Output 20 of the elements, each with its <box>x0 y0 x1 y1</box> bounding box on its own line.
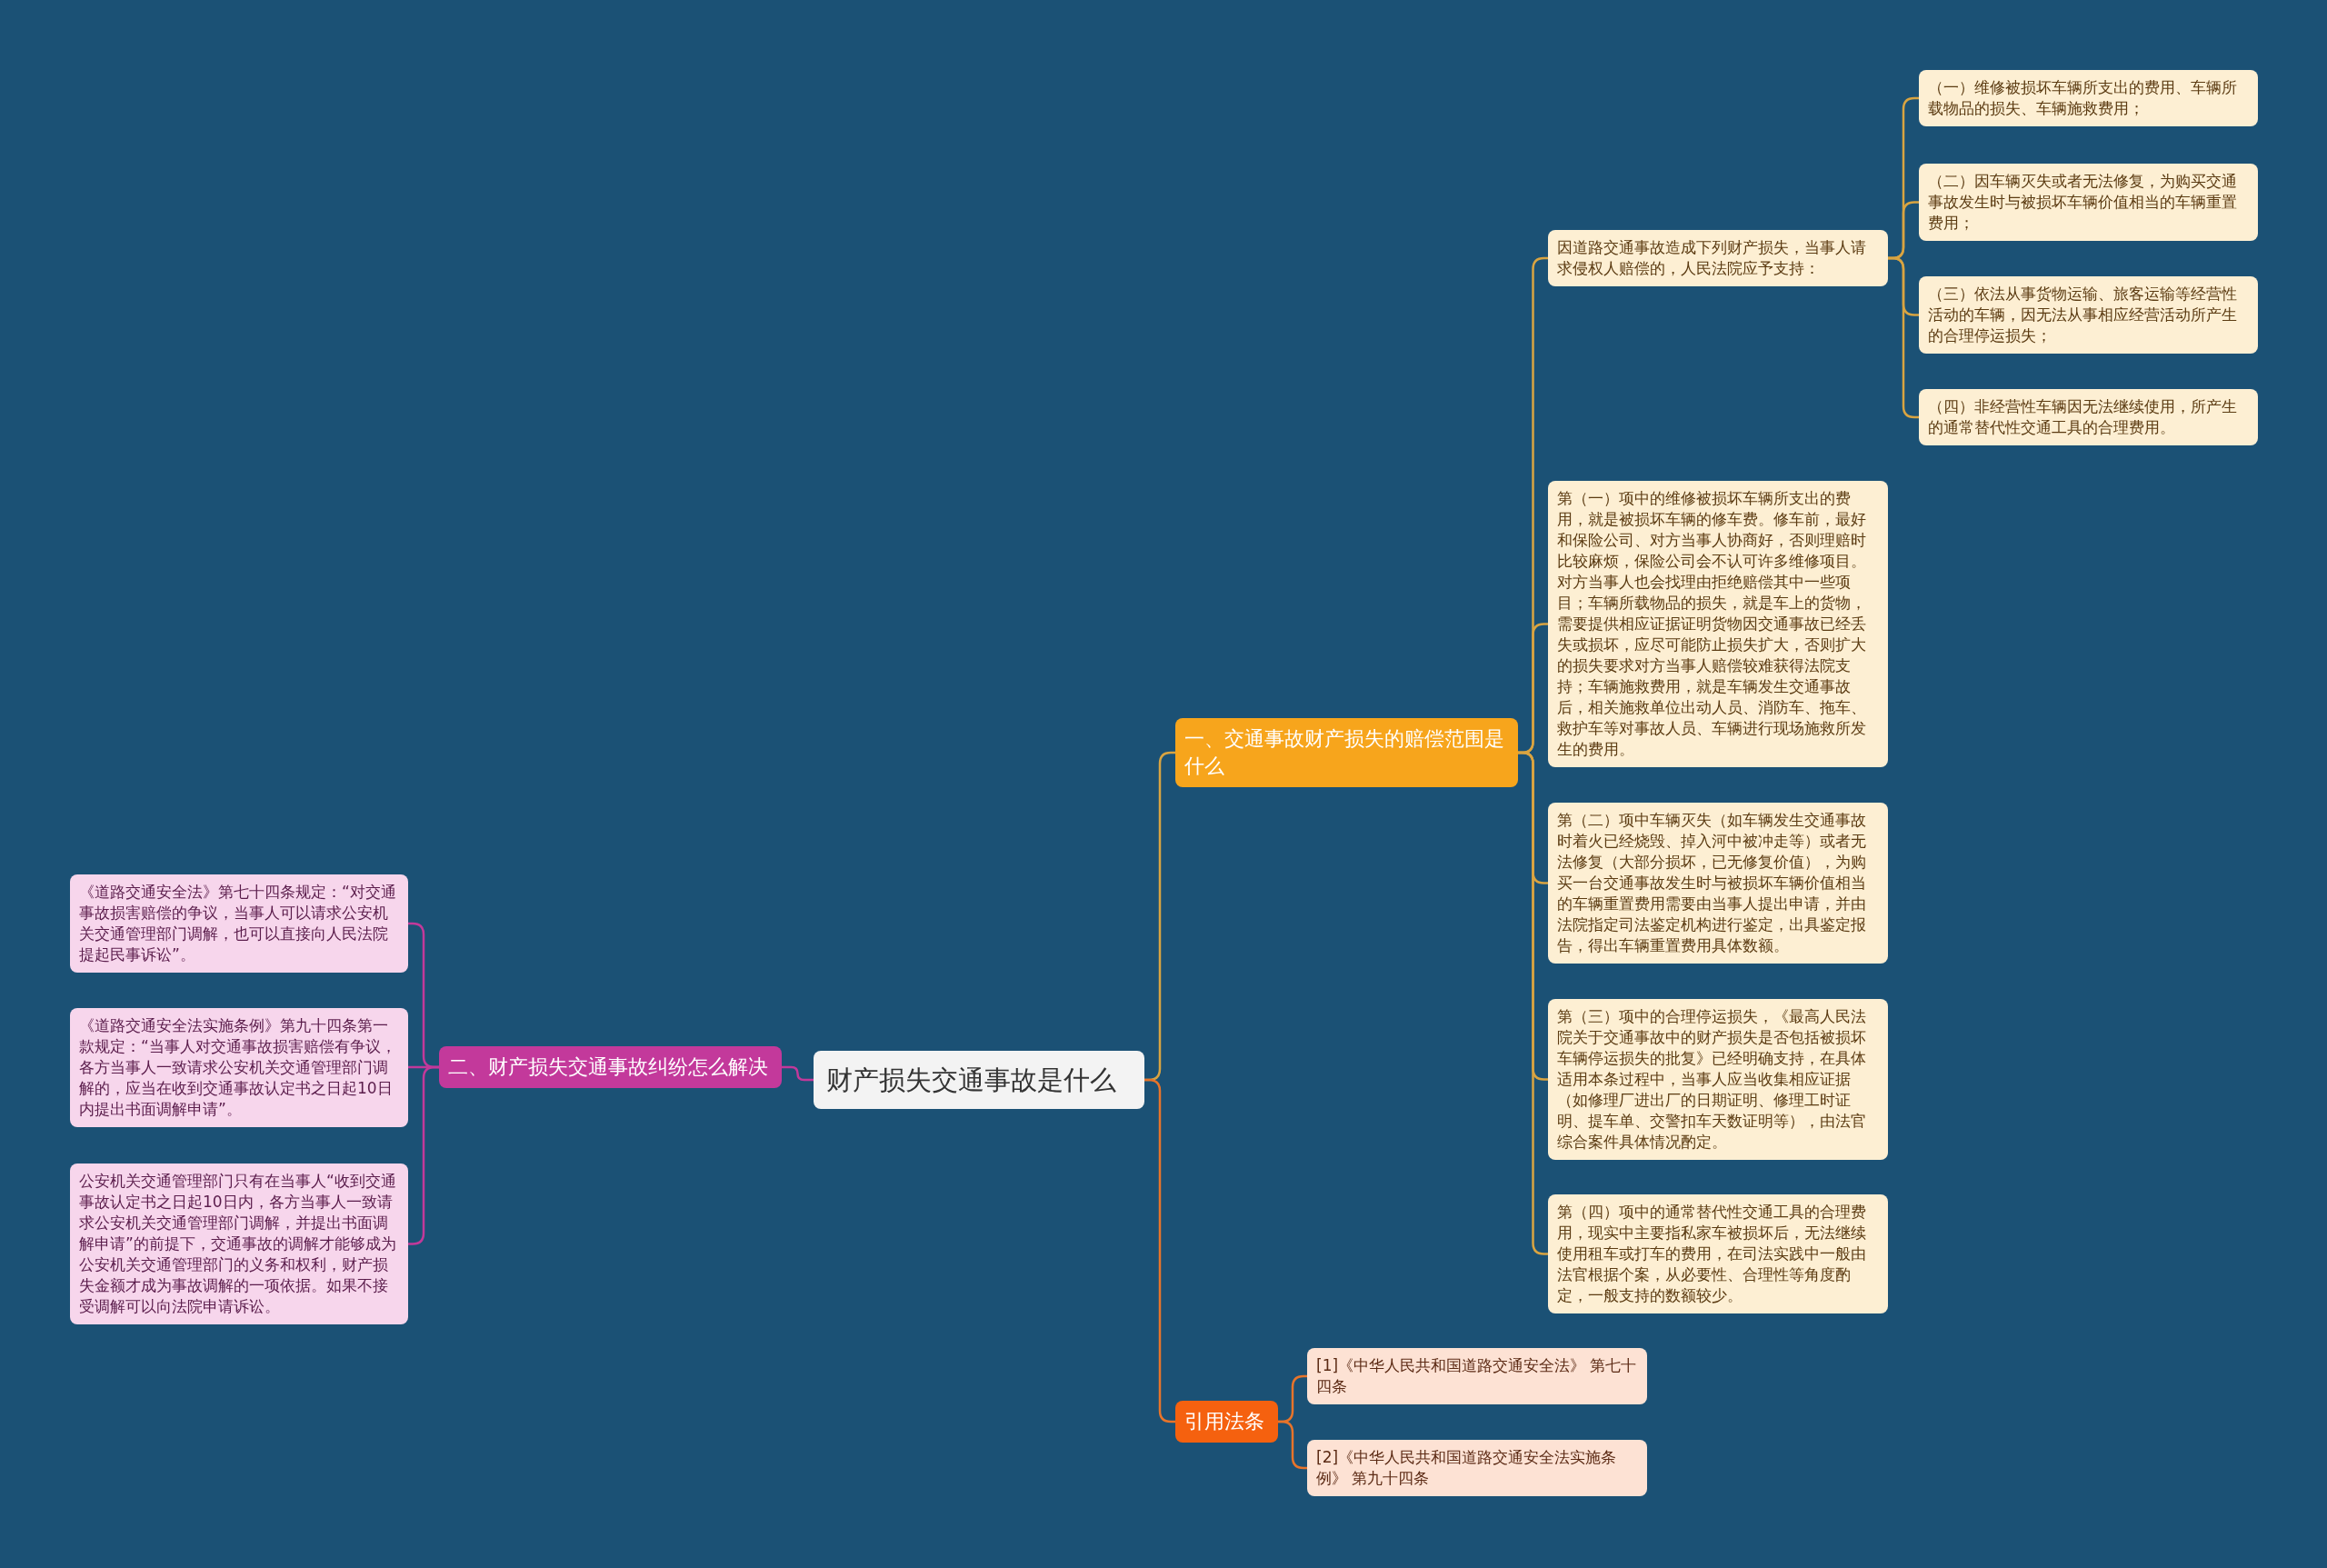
reference-card: [1]《中华人民共和国道路交通安全法》 第七十四条 <box>1307 1348 1647 1404</box>
note-card: 《道路交通安全法》第七十四条规定：“对交通事故损害赔偿的争议，当事人可以请求公安机关交通管理部门调解，也可以直接向人民法院提起民事诉讼”。 <box>70 874 408 973</box>
note-card: 第（三）项中的合理停运损失，《最高人民法院关于交通事故中的财产损失是否包括被损坏车辆停运损失的批复》已经明确支持，在具体适用本条过程中，当事人应当收集相应证据（如修理厂进出厂的日期证明、修理工时证明、提车单、交警扣车天数证明等），由法官综合案件具体情况酌定。 <box>1548 999 1888 1160</box>
note-card: （二）因车辆灭失或者无法修复，为购买交通事故发生时与被损坏车辆价值相当的车辆重置费用； <box>1919 164 2258 241</box>
branch-topic: 二、财产损失交通事故纠纷怎么解决 <box>439 1046 782 1088</box>
note-card: （三）依法从事货物运输、旅客运输等经营性活动的车辆，因无法从事相应经营活动所产生的合理停运损失； <box>1919 276 2258 354</box>
connector-line <box>782 1065 814 1082</box>
note-card: 第（一）项中的维修被损坏车辆所支出的费用，就是被损坏车辆的修车费。修车前，最好和保险公司、对方当事人协商好，否则理赔时比较麻烦，保险公司会不认可许多维修项目。对方当事人也会找理由拒绝赔偿其中一些项目；车辆所载物品的损失，就是车上的货物，需要提供相应证据证明货物因交通事故已经丢失或损坏，应尽可能防止损失扩大，否则扩大的损失要求对方当事人赔偿较难获得法院支持；车辆施救费用，就是车辆发生交通事故后，相关施救单位出动人员、消防车、拖车、救护车等对事故人员、车辆进行现场施救所发生的费用。 <box>1548 481 1888 767</box>
connector-line <box>1278 1420 1307 1470</box>
branch-topic: 一、交通事故财产损失的赔偿范围是什么 <box>1175 718 1518 787</box>
note-card: 公安机关交通管理部门只有在当事人“收到交通事故认定书之日起10日内，各方当事人一致请求公安机关交通管理部门调解，并提出书面调解申请”的前提下，交通事故的调解才能够成为公安机关交通管理部门的义务和权利，财产损失金额才成为事故调解的一项依据。如果不接受调解可以向法院申请诉讼。 <box>70 1164 408 1324</box>
branch-topic: 引用法条 <box>1175 1401 1278 1443</box>
note-card: 第（二）项中车辆灭失（如车辆发生交通事故时着火已经烧毁、掉入河中被冲走等）或者无法修复（大部分损坏，已无修复价值），为购买一台交通事故发生时与被损坏车辆价值相当的车辆重置费用需要由当事人提出申请，并由法院指定司法鉴定机构进行鉴定，出具鉴定报告，得出车辆重置费用具体数额。 <box>1548 803 1888 964</box>
note-card: （四）非经营性车辆因无法继续使用，所产生的通常替代性交通工具的合理费用。 <box>1919 389 2258 445</box>
note-card: 第（四）项中的通常替代性交通工具的合理费用，现实中主要指私家车被损坏后，无法继续使用租车或打车的费用，在司法实践中一般由法官根据个案，从必要性、合理性等角度酌定，一般支持的数额较少。 <box>1548 1194 1888 1313</box>
note-card: 因道路交通事故造成下列财产损失，当事人请求侵权人赔偿的，人民法院应予支持： <box>1548 230 1888 286</box>
note-card: （一）维修被损坏车辆所支出的费用、车辆所载物品的损失、车辆施救费用； <box>1919 70 2258 126</box>
note-card: 《道路交通安全法实施条例》第九十四条第一款规定：“当事人对交通事故损害赔偿有争议，各方当事人一致请求公安机关交通管理部门调解的，应当在收到交通事故认定书之日起10日内提出书面调解申请”。 <box>70 1008 408 1127</box>
reference-card: [2]《中华人民共和国道路交通安全法实施条例》 第九十四条 <box>1307 1440 1647 1496</box>
central-topic: 财产损失交通事故是什么 <box>814 1051 1144 1109</box>
